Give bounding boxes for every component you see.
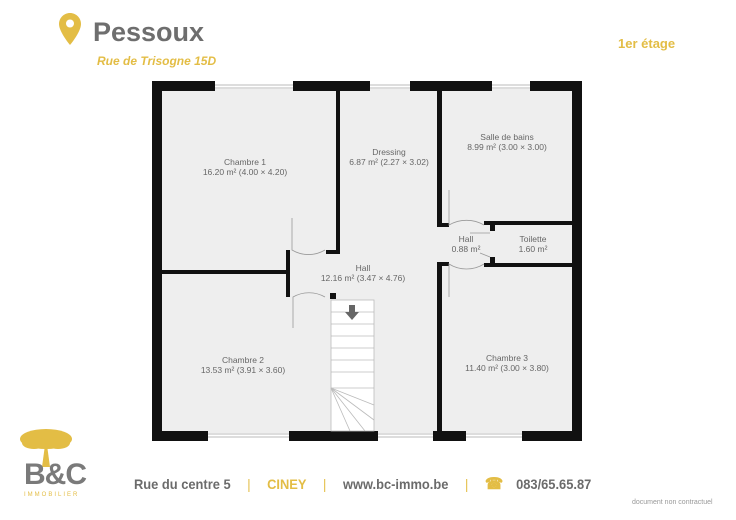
room-area: 11.40 m² (3.00 × 3.80) bbox=[465, 363, 549, 373]
room-name: Toilette bbox=[520, 234, 547, 244]
telephone-icon: ☎ bbox=[484, 476, 504, 493]
room-name: Chambre 1 bbox=[224, 157, 266, 167]
footer-phone[interactable]: 083/65.65.87 bbox=[516, 476, 592, 492]
divider: | bbox=[247, 476, 251, 492]
windows bbox=[208, 84, 530, 438]
room-area: 13.53 m² (3.91 × 3.60) bbox=[201, 365, 286, 375]
room-name: Hall bbox=[459, 234, 474, 244]
room-name: Chambre 3 bbox=[486, 353, 528, 363]
walls bbox=[152, 81, 582, 441]
room-name: Salle de bains bbox=[480, 132, 533, 142]
room-chambre-1: Chambre 116.20 m² (4.00 × 4.20) bbox=[203, 157, 288, 177]
room-name: Chambre 2 bbox=[222, 355, 264, 365]
divider: | bbox=[323, 476, 327, 492]
street-address: Rue de Trisogne 15D bbox=[97, 54, 217, 68]
footer-address: Rue du centre 5 bbox=[134, 476, 231, 492]
door-swings bbox=[291, 190, 491, 328]
logo-tree-icon bbox=[20, 429, 72, 467]
room-area: 0.88 m² bbox=[452, 244, 481, 254]
room-chambre-3: Chambre 311.40 m² (3.00 × 3.80) bbox=[465, 353, 549, 373]
footer-website[interactable]: www.bc-immo.be bbox=[342, 476, 449, 492]
room-area: 16.20 m² (4.00 × 4.20) bbox=[203, 167, 288, 177]
logo-subtitle: IMMOBILIER bbox=[24, 492, 80, 498]
room-area: 6.87 m² (2.27 × 3.02) bbox=[349, 157, 429, 167]
logo: B&C bbox=[24, 458, 87, 491]
room-area: 8.99 m² (3.00 × 3.00) bbox=[467, 142, 547, 152]
room-chambre-2: Chambre 213.53 m² (3.91 × 3.60) bbox=[201, 355, 286, 375]
staircase bbox=[330, 299, 375, 432]
page-title: Pessoux bbox=[93, 17, 205, 47]
stair-down-arrow-icon bbox=[345, 305, 359, 320]
footer-contact: Rue du centre 5 | CINEY | www.bc-immo.be… bbox=[134, 474, 591, 494]
floor-label: 1er étage bbox=[618, 36, 676, 51]
disclaimer: document non contractuel bbox=[632, 499, 713, 506]
map-pin-icon bbox=[59, 13, 81, 45]
room-name: Dressing bbox=[372, 147, 406, 157]
footer-city: CINEY bbox=[267, 476, 307, 492]
room-name: Hall bbox=[356, 263, 371, 273]
divider: | bbox=[464, 476, 469, 492]
room-area: 1.60 m² bbox=[519, 244, 548, 254]
room-area: 12.16 m² (3.47 × 4.76) bbox=[321, 273, 406, 283]
